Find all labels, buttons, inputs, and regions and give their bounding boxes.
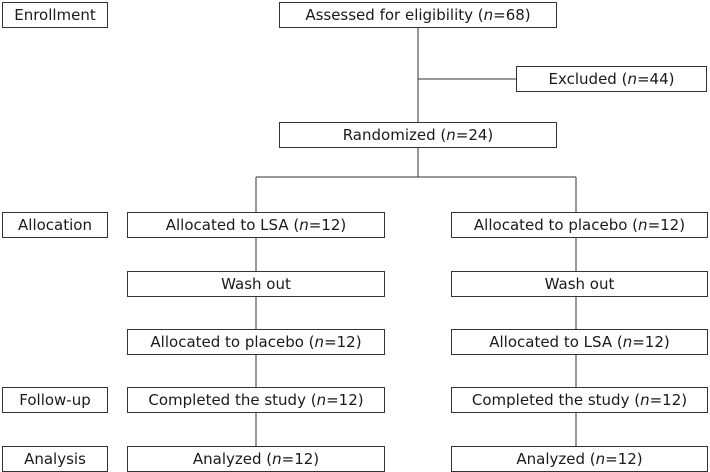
stage-followup: Follow-up <box>2 387 108 413</box>
left-allocated: Allocated to LSA (n=12) <box>127 212 385 238</box>
stage-enrollment: Enrollment <box>2 2 108 28</box>
node-assessed: Assessed for eligibility (n=68) <box>279 2 557 28</box>
left-washout: Wash out <box>127 271 385 297</box>
right-analyzed: Analyzed (n=12) <box>451 446 708 472</box>
node-excluded: Excluded (n=44) <box>516 66 707 92</box>
stage-analysis: Analysis <box>2 446 108 472</box>
left-analyzed: Analyzed (n=12) <box>127 446 385 472</box>
node-randomized: Randomized (n=24) <box>279 122 557 148</box>
left-crossover: Allocated to placebo (n=12) <box>127 329 385 355</box>
left-completed: Completed the study (n=12) <box>127 387 385 413</box>
stage-allocation: Allocation <box>2 212 108 238</box>
right-crossover: Allocated to LSA (n=12) <box>451 329 708 355</box>
right-completed: Completed the study (n=12) <box>451 387 708 413</box>
right-allocated: Allocated to placebo (n=12) <box>451 212 708 238</box>
right-washout: Wash out <box>451 271 708 297</box>
